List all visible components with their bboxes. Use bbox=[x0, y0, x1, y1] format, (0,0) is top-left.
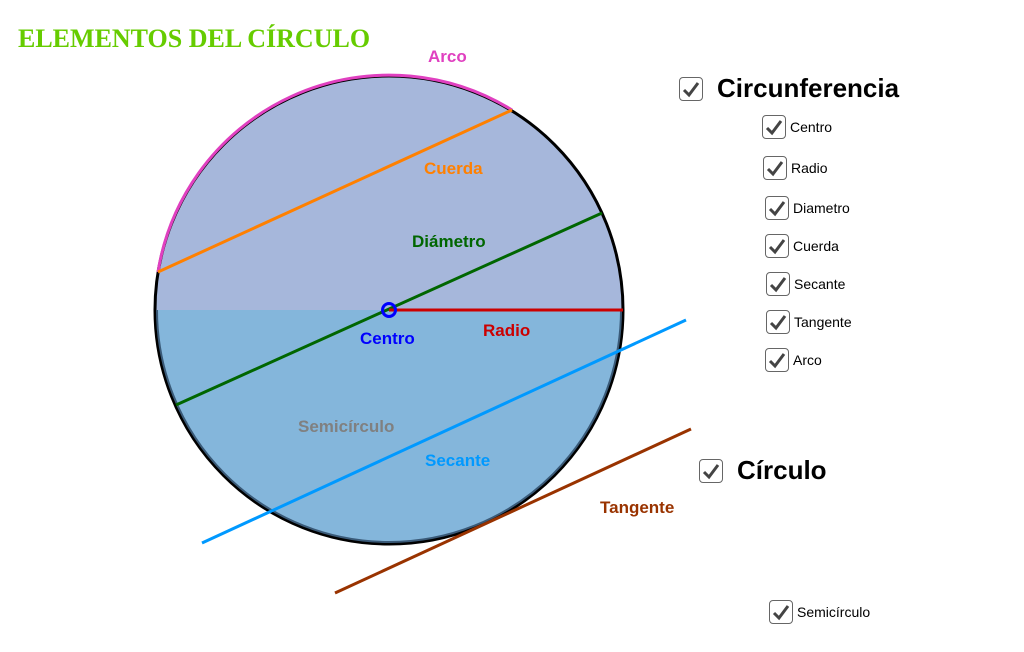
checkbox-label: Secante bbox=[794, 276, 846, 292]
checkbox-box[interactable] bbox=[679, 76, 703, 101]
checkbox-diametro[interactable]: Diametro bbox=[765, 196, 850, 220]
checkbox-label: Circunferencia bbox=[717, 73, 900, 103]
checkbox-label: Semicírculo bbox=[797, 604, 871, 620]
checkbox-circunferencia[interactable]: Circunferencia bbox=[679, 73, 899, 104]
label-arco: Arco bbox=[428, 47, 467, 66]
check-icon bbox=[768, 239, 786, 255]
checkbox-box[interactable] bbox=[766, 272, 790, 296]
checkbox-label: Radio bbox=[791, 160, 828, 176]
label-diametro: Diámetro bbox=[412, 232, 486, 251]
check-icon bbox=[702, 463, 720, 479]
semicircle-edge bbox=[156, 309, 622, 543]
check-icon bbox=[769, 277, 787, 293]
checkbox-label: Tangente bbox=[794, 314, 852, 330]
checkbox-label: Cuerda bbox=[793, 238, 839, 254]
checkbox-radio[interactable]: Radio bbox=[763, 156, 828, 180]
checkbox-label: Diametro bbox=[793, 200, 850, 216]
check-icon bbox=[766, 161, 784, 177]
checkbox-cuerda[interactable]: Cuerda bbox=[765, 234, 839, 258]
label-tangente: Tangente bbox=[600, 498, 674, 517]
check-icon bbox=[682, 81, 700, 97]
checkbox-label: Arco bbox=[793, 352, 822, 368]
checkbox-box[interactable] bbox=[762, 115, 786, 139]
label-radio: Radio bbox=[483, 321, 530, 340]
checkbox-box[interactable] bbox=[763, 156, 787, 180]
checkbox-box[interactable] bbox=[765, 196, 789, 220]
checkbox-box[interactable] bbox=[769, 600, 793, 624]
center-point[interactable] bbox=[381, 302, 397, 318]
checkbox-secante[interactable]: Secante bbox=[766, 272, 845, 296]
check-icon bbox=[772, 605, 790, 621]
checkbox-label: Centro bbox=[790, 119, 833, 135]
checkbox-box[interactable] bbox=[765, 234, 789, 258]
checkbox-semicirculo[interactable]: Semicírculo bbox=[769, 600, 870, 624]
tangent[interactable] bbox=[334, 427, 692, 595]
page-title: ELEMENTOS DEL CÍRCULO bbox=[18, 24, 371, 53]
label-semicirculo: Semicírculo bbox=[298, 417, 394, 436]
secant[interactable] bbox=[201, 318, 687, 545]
checkbox-arco[interactable]: Arco bbox=[765, 348, 822, 372]
chord[interactable] bbox=[157, 108, 513, 274]
label-centro: Centro bbox=[360, 329, 415, 348]
arc[interactable] bbox=[156, 73, 513, 273]
checkbox-centro[interactable]: Centro bbox=[762, 115, 832, 139]
checkbox-box[interactable] bbox=[766, 310, 790, 334]
check-icon bbox=[768, 353, 786, 369]
check-icon bbox=[768, 201, 786, 217]
checkbox-box[interactable] bbox=[699, 458, 723, 483]
check-icon bbox=[765, 120, 783, 136]
checkbox-circulo[interactable]: Círculo bbox=[699, 455, 827, 486]
check-icon bbox=[769, 315, 787, 331]
checkbox-tangente[interactable]: Tangente bbox=[766, 310, 852, 334]
checkbox-box[interactable] bbox=[765, 348, 789, 372]
label-cuerda: Cuerda bbox=[424, 159, 483, 178]
checkbox-label: Círculo bbox=[737, 455, 827, 485]
label-secante: Secante bbox=[425, 451, 490, 470]
semicircle-fill[interactable] bbox=[155, 310, 623, 544]
